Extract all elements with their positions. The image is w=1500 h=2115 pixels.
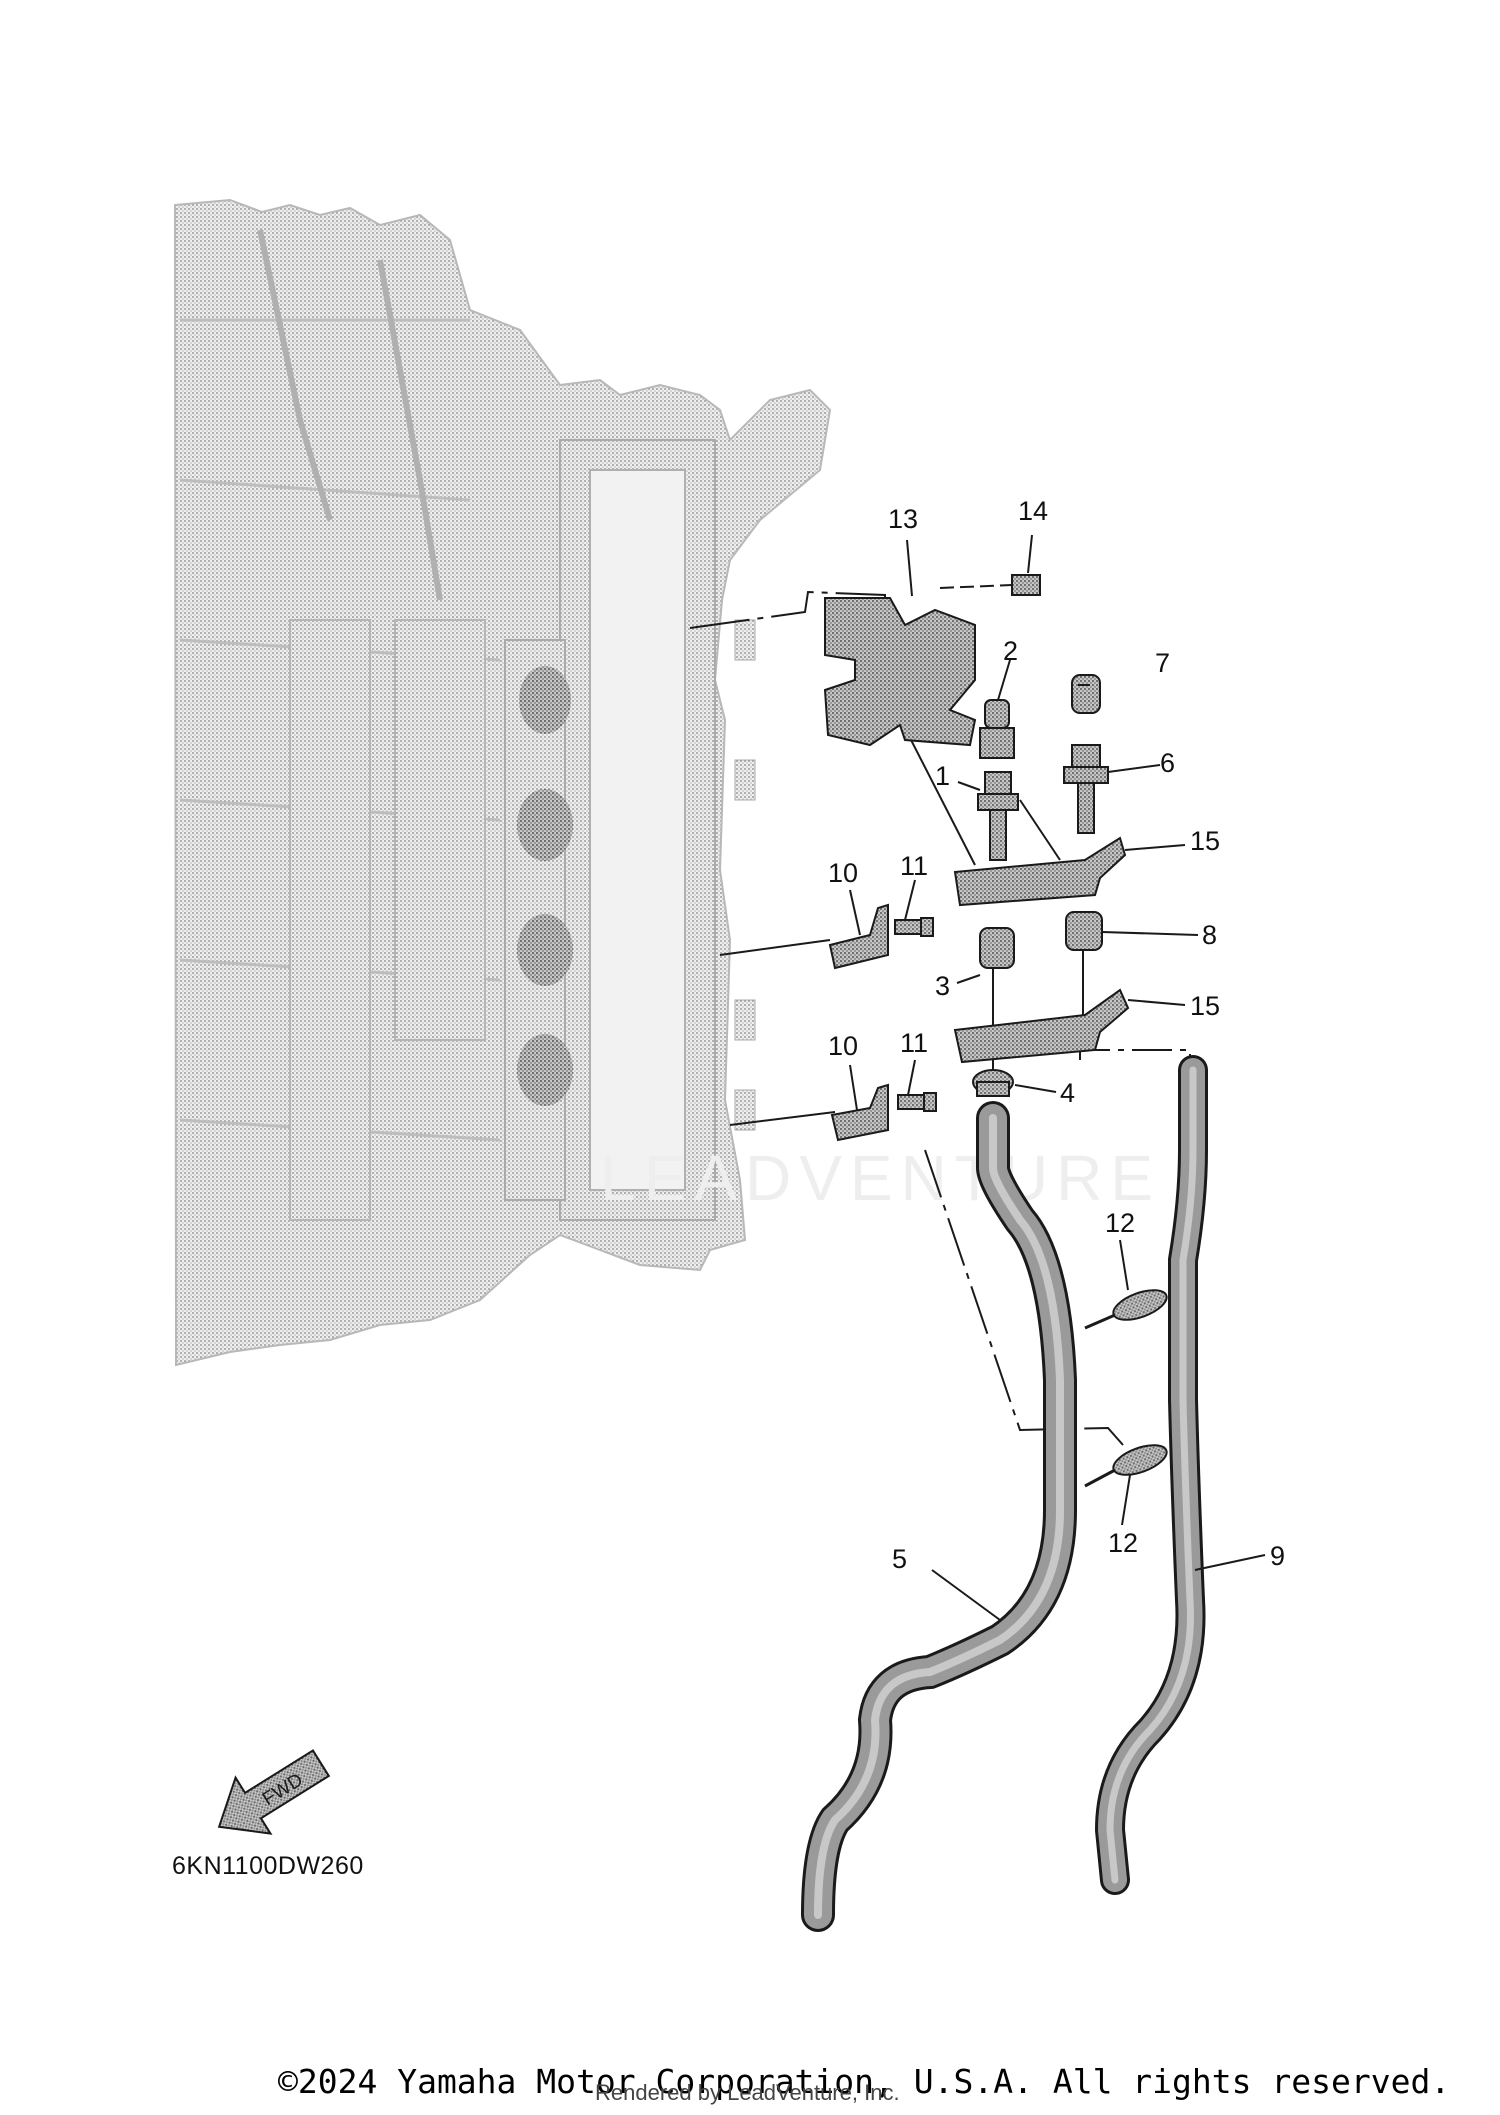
bracket-10-lower xyxy=(830,1083,889,1142)
copyright-notice: ©2024 Yamaha Motor Corporation, U.S.A. A… xyxy=(278,2062,1451,2101)
hose-9 xyxy=(1094,1055,1208,1895)
callout-6: 6 xyxy=(1160,748,1175,778)
hose-5 xyxy=(801,1101,1077,1932)
bolt-11-lower xyxy=(897,1092,937,1112)
bolt-14 xyxy=(939,574,1041,596)
callout-labels: 13 14 2 7 1 6 15 10 11 8 3 15 10 11 4 12… xyxy=(828,496,1285,1574)
bracket-10-upper xyxy=(828,903,889,970)
callout-7: 7 xyxy=(1155,648,1170,678)
fitting-7 xyxy=(1071,674,1101,714)
callout-13: 13 xyxy=(888,504,918,534)
cable-tie-12-lower xyxy=(1084,1444,1168,1488)
clamp-15-lower xyxy=(953,988,1130,1064)
callout-10-lower: 10 xyxy=(828,1031,858,1061)
bracket-13 xyxy=(823,597,977,747)
callout-11-lower: 11 xyxy=(900,1028,928,1058)
diagram-code: 6KN1100DW260 xyxy=(172,1852,364,1880)
callout-12-upper: 12 xyxy=(1105,1208,1135,1238)
callout-8: 8 xyxy=(1202,920,1217,950)
callout-9: 9 xyxy=(1270,1541,1285,1571)
callout-leaders xyxy=(849,534,1266,1621)
grommet-3 xyxy=(979,927,1015,969)
clamp-15-upper xyxy=(953,836,1127,907)
clip-4 xyxy=(972,1069,1014,1097)
callout-5: 5 xyxy=(892,1544,907,1574)
callout-12-lower: 12 xyxy=(1108,1528,1138,1558)
callout-15-upper: 15 xyxy=(1190,826,1220,856)
callout-10-upper: 10 xyxy=(828,858,858,888)
callout-4: 4 xyxy=(1060,1078,1075,1108)
bolt-11-upper xyxy=(894,917,934,937)
fwd-arrow-icon: FWD xyxy=(217,1749,331,1835)
cable-tie-12-upper xyxy=(1084,1289,1168,1330)
watermark: LEADVENTURE xyxy=(600,1142,1161,1214)
callout-14: 14 xyxy=(1018,496,1048,526)
callout-11-upper: 11 xyxy=(900,851,928,881)
engine-block xyxy=(173,198,832,1367)
fitting-2 xyxy=(979,699,1015,759)
fitting-6 xyxy=(1063,744,1109,834)
grommet-8 xyxy=(1065,911,1103,951)
rendered-by-notice: Rendered by LeadVenture, Inc. xyxy=(595,2080,900,2105)
callout-3: 3 xyxy=(935,971,950,1001)
callout-15-lower: 15 xyxy=(1190,991,1220,1021)
callout-2: 2 xyxy=(1003,636,1018,666)
callout-1: 1 xyxy=(935,761,950,791)
fitting-1 xyxy=(977,771,1019,861)
